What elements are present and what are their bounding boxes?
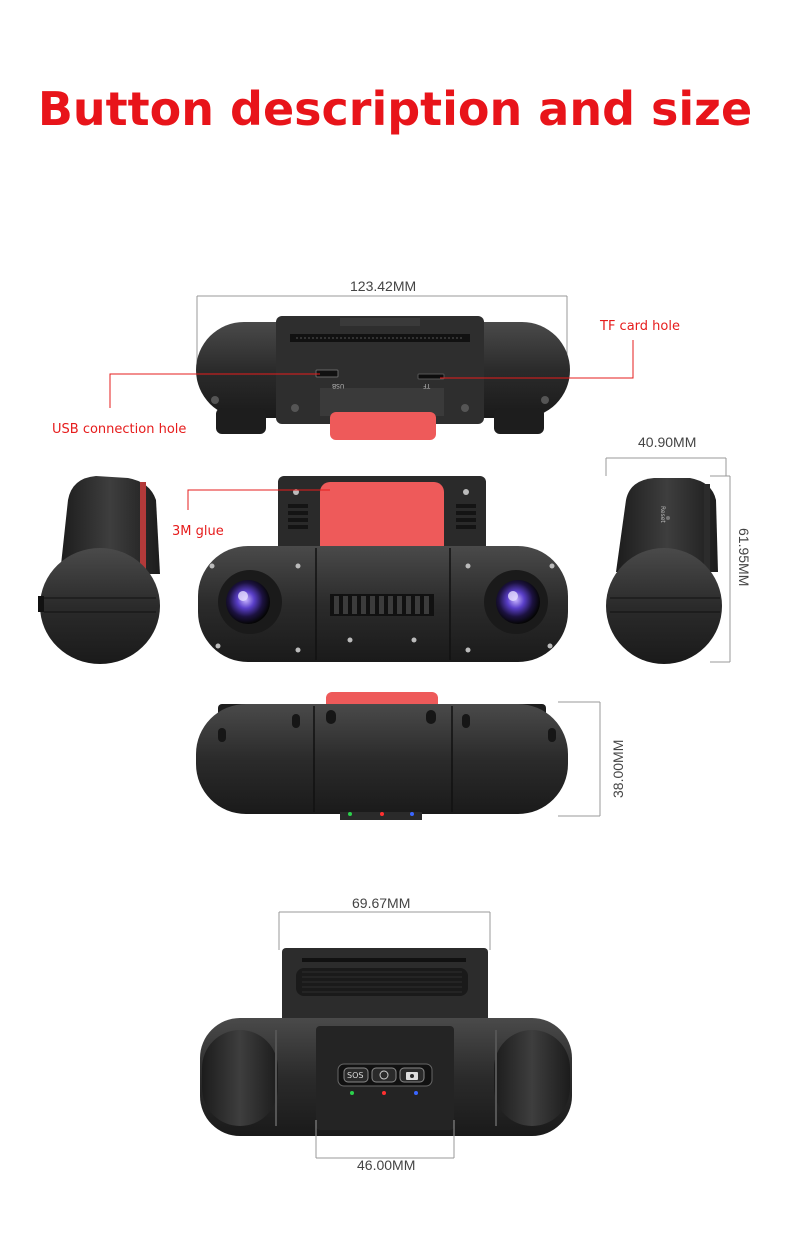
left-side-view (38, 476, 160, 664)
front-view (198, 476, 568, 662)
bottom-view (196, 692, 601, 820)
usb-callout: USB connection hole (52, 422, 187, 437)
sos-button-label: SOS (347, 1071, 364, 1080)
page-title: Button description and size (37, 82, 753, 136)
depth-dimension-label: 40.90MM (638, 434, 697, 450)
top-view (196, 295, 570, 440)
usb-callout-line (109, 373, 320, 408)
reset-label: Reset (659, 506, 666, 523)
glue-callout-line (187, 489, 330, 510)
tf-callout-line (440, 340, 634, 379)
tf-card-callout: TF card hole (600, 319, 680, 334)
height-dimension-label: 61.95MM (736, 528, 752, 587)
glue-callout: 3M glue (172, 524, 224, 539)
rear-view (200, 911, 572, 1159)
panel-width-dimension-label: 46.00MM (357, 1157, 416, 1173)
thickness-dimension-label: 38.00MM (610, 739, 626, 798)
mount-width-dimension-label: 69.67MM (352, 895, 411, 911)
tf-port-label: TF (423, 382, 431, 389)
usb-port-label: USB (332, 382, 345, 389)
width-dimension-label: 123.42MM (350, 278, 417, 294)
right-side-view (605, 457, 731, 664)
